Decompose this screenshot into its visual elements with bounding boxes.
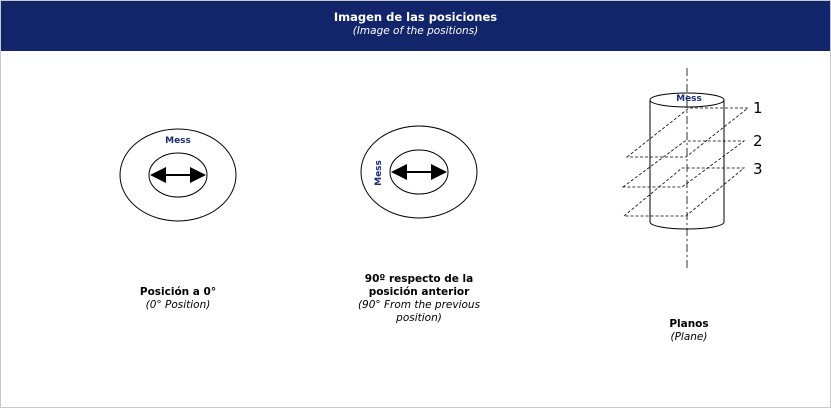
header-bar: Imagen de las posiciones (Image of the p… [1, 1, 830, 51]
cylinder-top [649, 92, 725, 108]
plane-3 [622, 167, 746, 217]
mess-label-rotated: Mess [374, 160, 384, 186]
plane-label-1: 1 [753, 99, 763, 117]
inner-ring [148, 152, 208, 198]
outer-ring [119, 128, 237, 222]
figure-position-0: Mess [119, 128, 237, 222]
caption-en: (0° Position) [145, 299, 211, 311]
caption-en-line1: (90° From the previous [357, 299, 481, 311]
caption-position-90: 90º respecto de la posición anterior (90… [324, 273, 514, 325]
plane-2 [621, 140, 746, 188]
plane-label-2: 2 [753, 132, 763, 150]
mess-label: Mess [165, 136, 191, 146]
caption-es-line1: 90º respecto de la [364, 273, 474, 285]
caption-position-0: Posición a 0° (0° Position) [98, 286, 258, 312]
mess-label: Mess [676, 94, 702, 104]
page-title: Imagen de las posiciones [333, 10, 498, 24]
figure-planes: Mess 1 2 3 [621, 68, 763, 268]
caption-en: (Plane) [670, 331, 708, 343]
caption-es-line2: posición anterior [368, 286, 470, 298]
caption-es: Posición a 0° [139, 286, 217, 298]
caption-planes: Planos (Plane) [614, 318, 764, 344]
figure-position-90: Mess [360, 125, 478, 219]
caption-en-line2: position) [396, 312, 442, 324]
outer-ring [360, 125, 478, 219]
page-subtitle: (Image of the positions) [352, 25, 479, 37]
cylinder-bottom [649, 221, 725, 230]
plane-label-3: 3 [753, 160, 763, 178]
plane-1 [625, 107, 750, 158]
caption-es: Planos [669, 318, 709, 330]
inner-ring [389, 149, 449, 195]
